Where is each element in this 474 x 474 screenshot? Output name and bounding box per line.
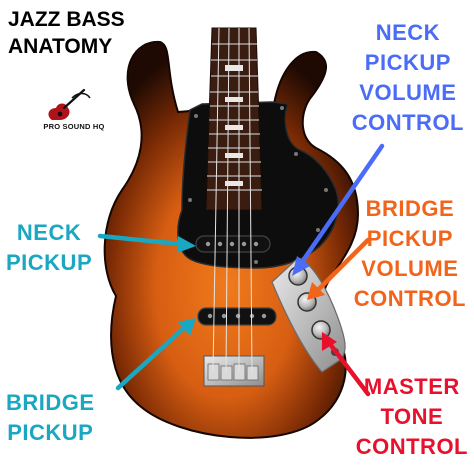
neck-pickup-poles <box>205 241 259 247</box>
fret-markers <box>225 65 243 186</box>
master-tone-control-label: MASTER TONE CONTROL <box>356 372 468 462</box>
label-line: BRIDGE <box>6 390 95 415</box>
title-line: ANATOMY <box>8 35 113 59</box>
label-line: CONTROL <box>355 434 468 460</box>
label-line: BRIDGE <box>365 196 455 221</box>
diagram-title: JAZZ BASS ANATOMY <box>8 6 125 61</box>
bridge-pickup-volume-control-label: BRIDGE PICKUP VOLUME CONTROL <box>354 194 466 315</box>
label-line: NECK <box>375 20 441 45</box>
label-line: TONE <box>380 404 444 430</box>
label-line: NECK <box>16 220 82 245</box>
label-line: PICKUP <box>7 420 94 446</box>
title-line: JAZZ BASS <box>8 8 125 31</box>
bridge-pickup-arrow <box>115 318 196 391</box>
neck-pickup-volume-control-label: NECK PICKUP VOLUME CONTROL <box>352 18 464 139</box>
guitar-icon <box>48 88 91 120</box>
bridge-pickup-label: BRIDGE PICKUP <box>6 388 95 448</box>
label-line: VOLUME <box>361 256 459 282</box>
label-line: MASTER <box>363 374 460 399</box>
logo-text: PRO SOUND HQ <box>43 122 105 131</box>
pickguard-screws <box>186 106 328 264</box>
strings <box>212 27 253 373</box>
label-line: PICKUP <box>6 250 93 276</box>
fretboard <box>205 27 263 211</box>
label-line: CONTROL <box>353 286 466 312</box>
neck-pickup-label: NECK PICKUP <box>6 218 92 278</box>
neck-pickup-arrow <box>97 233 196 253</box>
bridge-volume-arrow <box>307 237 371 300</box>
label-line: CONTROL <box>351 110 464 136</box>
label-line: VOLUME <box>359 80 457 106</box>
master-tone-arrow <box>322 332 371 397</box>
pro-sound-hq-logo: PRO SOUND HQ <box>38 88 110 136</box>
label-line: PICKUP <box>364 50 451 76</box>
neck-volume-arrow <box>292 143 385 276</box>
label-line: PICKUP <box>366 226 453 252</box>
